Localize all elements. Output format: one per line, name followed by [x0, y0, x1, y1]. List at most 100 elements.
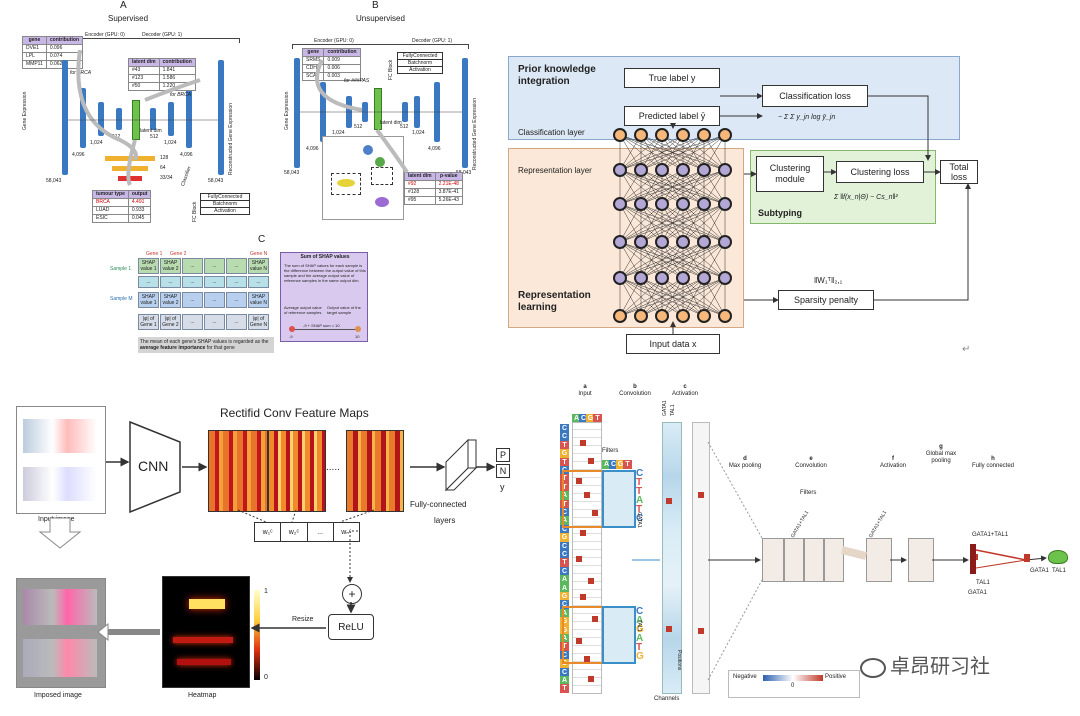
nn-node [718, 197, 732, 211]
seq-base: T [560, 558, 569, 568]
shap-cell: ... [248, 276, 269, 288]
seq-base: T [560, 482, 569, 492]
nn-node [655, 163, 669, 177]
output-y: y [500, 482, 505, 492]
motif-letter: A [636, 615, 644, 626]
panel-b-dim-2: 4,096 [306, 146, 319, 152]
panel-a-bar-enc-4 [116, 108, 122, 130]
seq-base: C [560, 432, 569, 442]
activation-cell [576, 638, 582, 644]
activation-cell [666, 498, 672, 504]
seq-base: G [560, 625, 569, 635]
classification-formula: − Σ Σ y_jn log ȳ_jn [778, 114, 836, 121]
gene-1-label: Gene 1 [146, 251, 163, 257]
activation-cell [698, 628, 704, 634]
neural-network [613, 93, 971, 334]
shap-cell: |φ| of Gene 1 [138, 314, 159, 330]
nn-edge [661, 134, 726, 171]
channels-label: Channels [654, 696, 680, 702]
filter-base-header-A: A [602, 460, 611, 469]
seq-base: C [560, 524, 569, 534]
nn-edge [619, 203, 663, 243]
nn-edge [682, 277, 726, 317]
cluster-purple [375, 197, 389, 207]
nn-node [718, 309, 732, 323]
nn-node [613, 197, 627, 211]
motif-letter: C [636, 513, 644, 524]
legend-gradient [763, 675, 823, 681]
seq-base: C [560, 424, 569, 433]
nn-node [676, 271, 690, 285]
true-label-box: True label y [624, 68, 720, 88]
panel-a-dim-2: 4,096 [72, 152, 85, 158]
activation-cell [592, 616, 598, 622]
motif-letter: T [636, 477, 643, 488]
watermark-icon [860, 657, 886, 678]
nn-edge [619, 277, 663, 317]
motif-letter: A [636, 495, 644, 506]
shap-right-dot [355, 326, 361, 332]
panel-e-gradcam: Input image CNN Rectifid Conv Feature Ma… [10, 392, 535, 712]
nn-node [613, 163, 627, 177]
cluster-green [375, 157, 385, 167]
nn-node [676, 235, 690, 249]
shap-cell: ... [204, 276, 225, 288]
panel-b-dim-8: 4,096 [428, 146, 441, 152]
fc-gata1: GATA1 [968, 590, 987, 596]
nn-edge [619, 241, 663, 279]
plus-node: + [342, 584, 362, 604]
seq-base: G [560, 592, 569, 601]
maxpool-column [692, 422, 710, 694]
motif-letter: C [636, 606, 644, 617]
nn-edge [682, 169, 726, 205]
panel-a-fc-block: FullyConnected Batchnorm Activation [200, 193, 250, 215]
shap-mean-note: The mean of each gene's SHAP values is r… [138, 337, 274, 353]
shap-cell: ... [226, 276, 247, 288]
filter-base-header-C: C [609, 460, 618, 469]
panel-b-encoder-label: Encoder (GPU: 0) [314, 38, 354, 44]
panel-f-links [632, 441, 1047, 681]
return-glyph: ↵ [962, 344, 971, 355]
activation-cell [588, 676, 594, 682]
panel-a-supervised: A Supervised Encoder (GPU: 0) Decoder (G… [10, 0, 255, 235]
shap-cell: ... [226, 292, 247, 308]
resize-label: Resize [292, 616, 314, 623]
output-cell [1048, 550, 1068, 564]
seq-base: C [560, 550, 569, 559]
motif-letter: A [636, 633, 644, 644]
nn-edge [640, 241, 726, 279]
nn-node [655, 197, 669, 211]
nn-node [634, 197, 648, 211]
input-one-hot [572, 422, 602, 694]
shap-sum-box: Sum of SHAP values The sum of SHAP value… [280, 252, 368, 342]
activation-cell [580, 440, 586, 446]
input-image [16, 406, 106, 514]
activation-cell [576, 556, 582, 562]
panel-a-gene-caption: for BRCA [70, 70, 92, 76]
nn-node [634, 163, 648, 177]
panel-a-bar-dec-1 [150, 108, 156, 130]
nn-node [613, 128, 627, 142]
panel-e-arrows [38, 457, 496, 642]
seq-base: G [560, 533, 569, 543]
activation-cell [588, 578, 594, 584]
nn-edge [619, 277, 642, 317]
panel-b-dim-3: 1,024 [332, 130, 345, 136]
heat-blob-3 [177, 659, 231, 665]
shap-sum-text: The sum of SHAP values for each sample i… [284, 263, 366, 283]
representation-layer-label: Representation layer [518, 166, 592, 175]
nn-edge [682, 203, 726, 243]
seq-base: C [560, 541, 569, 551]
nn-edge [619, 203, 642, 243]
activation-cell [576, 478, 582, 484]
classification-layer-label: Classification layer [518, 128, 585, 137]
cluster-blue [363, 145, 373, 155]
norm-label: ‖W₁ᵀ‖₂,₁ [814, 276, 843, 285]
seq-base: G [560, 449, 569, 459]
panel-a-title: Supervised [108, 14, 149, 23]
legend-zero: 0 [791, 683, 795, 689]
